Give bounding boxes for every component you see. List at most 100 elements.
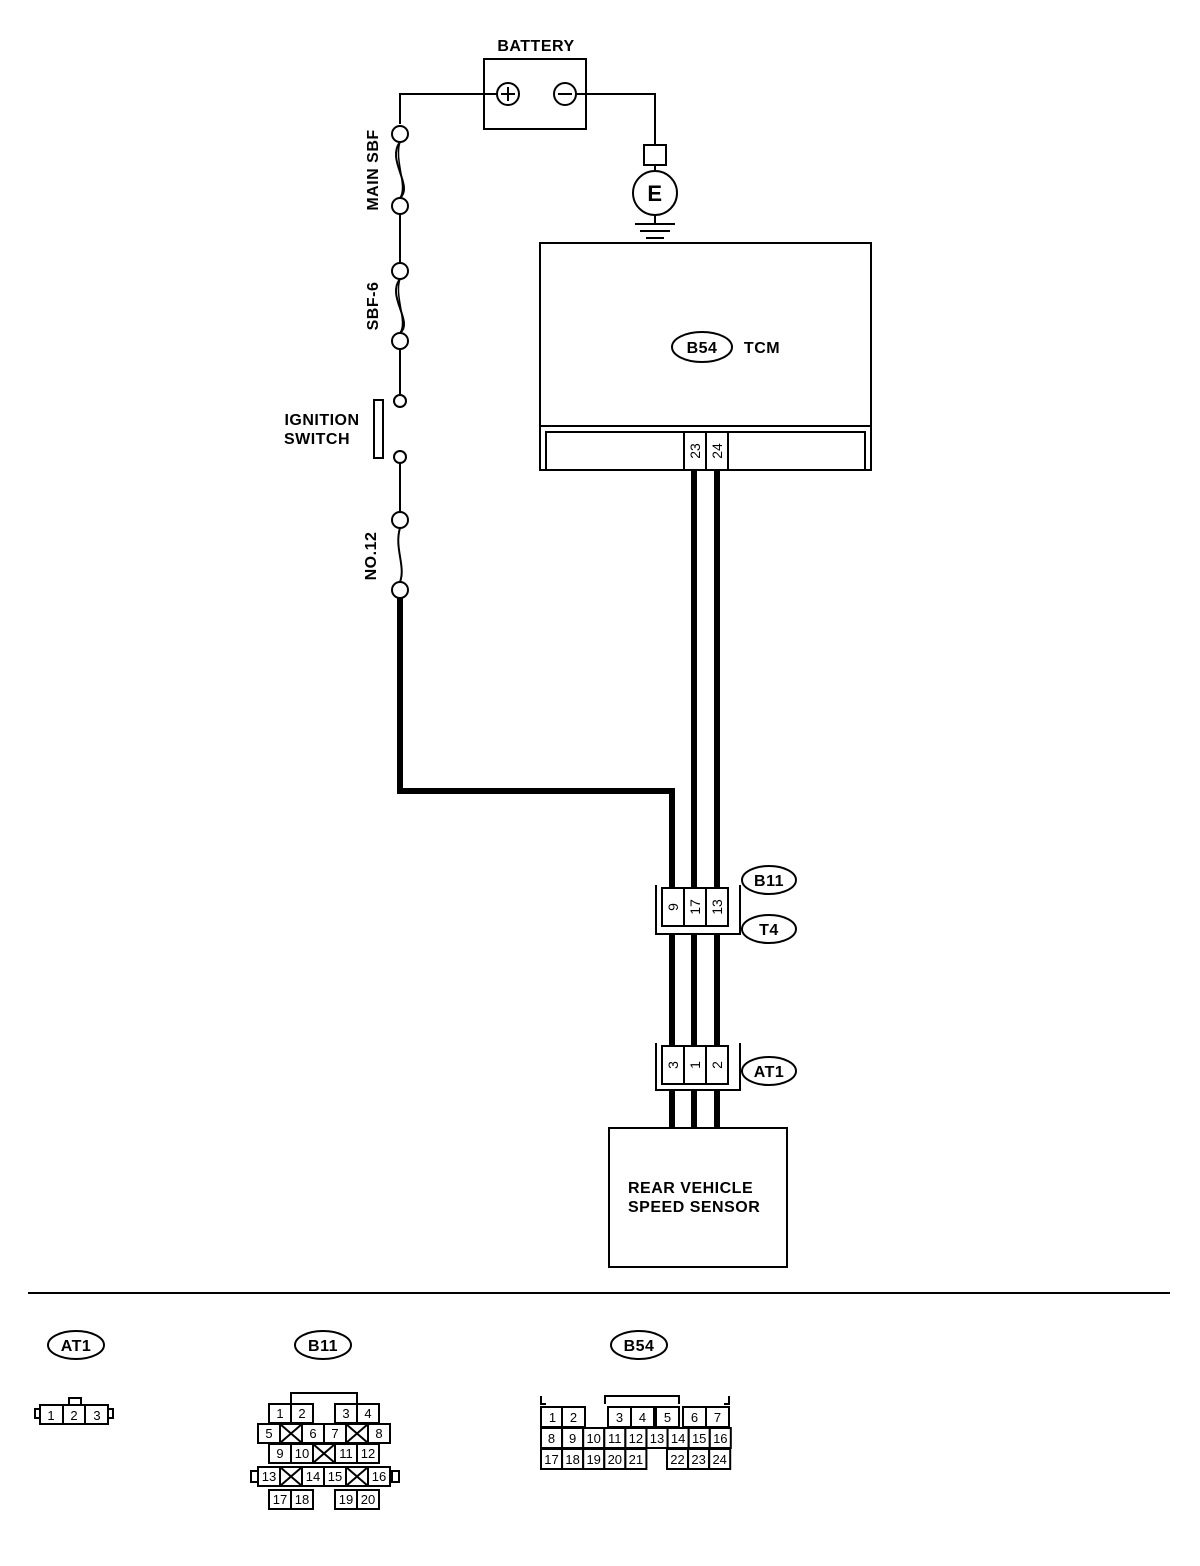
- tcm-connector-badge: [671, 331, 733, 363]
- b54-view-pin-7: 7: [714, 1410, 721, 1425]
- no12-label: NO.12: [363, 532, 380, 581]
- no12-fuse: NO.12: [363, 511, 409, 599]
- sbf6-label: SBF-6: [365, 282, 382, 331]
- ignition-label-line2: SWITCH: [284, 431, 350, 448]
- b54-view-pin-22: 22: [670, 1452, 684, 1467]
- wire-battery-positive: [399, 93, 497, 124]
- b11-view-pin-8: 8: [375, 1426, 382, 1441]
- b54-view-pin-2: 2: [570, 1410, 577, 1425]
- sensor-label-line1: REAR VEHICLE: [628, 1180, 753, 1197]
- b54-view-pin-6: 6: [691, 1410, 698, 1425]
- ground-symbol: E: [576, 93, 678, 239]
- main-sbf-fuse: MAIN SBF: [365, 125, 409, 215]
- at1-view-id: AT1: [61, 1338, 92, 1355]
- b11-view-pin-20: 20: [361, 1492, 375, 1507]
- b11-view-pin-5: 5: [265, 1426, 272, 1441]
- b11-pin-17: 17: [687, 899, 703, 915]
- b11-view-pin-12-cell: [356, 1443, 380, 1464]
- b11-view-pin-10: 10: [295, 1446, 309, 1461]
- b11-view-pin-20-cell: [356, 1489, 380, 1510]
- sbf6-fuse: SBF-6: [365, 262, 409, 350]
- tcm-connector-id: B54: [687, 340, 718, 357]
- b54-view-id: B54: [624, 1338, 655, 1355]
- b54-view-pin-21-cell: [624, 1448, 648, 1470]
- b11-id: B11: [754, 873, 784, 890]
- tcm-label: TCM: [744, 340, 780, 357]
- at1-badge: [741, 1056, 797, 1086]
- b54-view-pin-24: 24: [712, 1452, 726, 1467]
- b11-t4-connector: 9 17 13 B11 T4: [655, 865, 797, 944]
- ground-label: E: [647, 181, 662, 206]
- at1-pin-3: 3: [665, 1061, 681, 1069]
- b54-view-pin-15: 15: [692, 1431, 706, 1446]
- b54-view-pin-3: 3: [616, 1410, 623, 1425]
- rear-vehicle-speed-sensor: REAR VEHICLE SPEED SENSOR: [608, 1127, 788, 1268]
- b54-view-pin-17: 17: [544, 1452, 558, 1467]
- at1-connector-view: AT1 1 2 3: [34, 1330, 114, 1425]
- b11-view-id: B11: [308, 1338, 338, 1355]
- b54-view-pin-10: 10: [586, 1431, 600, 1446]
- battery-label: BATTERY: [497, 38, 574, 55]
- b54-view-pin-11: 11: [608, 1431, 622, 1446]
- b11-view-pin-4: 4: [364, 1406, 371, 1421]
- b54-view-pin-19: 19: [586, 1452, 600, 1467]
- sensor-label-line2: SPEED SENSOR: [628, 1199, 760, 1216]
- b11-view-pin-9: 9: [276, 1446, 283, 1461]
- b11-view-pin-blank-2-2-blank-cross: [312, 1443, 336, 1464]
- t4-badge: [741, 914, 797, 944]
- b11-view-pin-18: 18: [295, 1492, 309, 1507]
- b54-view-pin-21: 21: [629, 1452, 643, 1467]
- b11-view-pin-2: 2: [298, 1406, 305, 1421]
- b11-pin-9: 9: [665, 903, 681, 911]
- b11-view-pin-blank-3-4-blank-cross: [345, 1466, 369, 1487]
- at1-view-pin-3: 3: [93, 1408, 100, 1423]
- wire-ignition-power: [397, 598, 675, 888]
- ignition-switch: IGNITION SWITCH: [284, 394, 407, 464]
- b54-view-pin-5: 5: [664, 1410, 671, 1425]
- b11-view-pin-16: 16: [372, 1469, 386, 1484]
- b11-view-pin-19: 19: [339, 1492, 353, 1507]
- b11-view-pin-blank-1-1-blank-cross: [279, 1423, 303, 1444]
- b11-view-latch: [250, 1470, 259, 1483]
- at1-view-pin-1: 1: [47, 1408, 54, 1423]
- b11-view-pin-15: 15: [328, 1469, 342, 1484]
- main-sbf-label: MAIN SBF: [365, 129, 382, 210]
- ignition-label-line1: IGNITION: [284, 412, 359, 429]
- b54-view-pin-16: 16: [713, 1431, 727, 1446]
- b54-view-pin-23: 23: [691, 1452, 705, 1467]
- tcm-pin-24: 24: [709, 443, 725, 459]
- b11-view-pin-3: 3: [342, 1406, 349, 1421]
- b11-view-pin-blank-3-1-blank-cross: [279, 1466, 303, 1487]
- b54-view-pin-20: 20: [608, 1452, 622, 1467]
- at1-id: AT1: [754, 1064, 785, 1081]
- tcm-module: B54 TCM 23 24: [539, 242, 872, 471]
- b11-badge: [741, 865, 797, 895]
- tcm-pin-23: 23: [687, 443, 703, 459]
- b54-view-pin-24-cell: [708, 1448, 732, 1470]
- b54-view-pin-4: 4: [639, 1410, 646, 1425]
- b11-view-latch: [391, 1470, 400, 1483]
- b54-view-pin-14: 14: [671, 1431, 685, 1446]
- b11-view-pin-13: 13: [262, 1469, 276, 1484]
- b11-view-pin-14: 14: [306, 1469, 320, 1484]
- b11-view-pin-blank-1-4-blank-cross: [345, 1423, 369, 1444]
- at1-connector: 3 1 2 AT1: [655, 1043, 797, 1091]
- b54-view-pin-12: 12: [629, 1431, 643, 1446]
- b11-view-pin-6: 6: [309, 1426, 316, 1441]
- t4-id: T4: [759, 922, 779, 939]
- b54-view-pin-13: 13: [650, 1431, 664, 1446]
- b11-view-pin-18-cell: [290, 1489, 314, 1510]
- b54-view-pin-1: 1: [549, 1410, 556, 1425]
- b11-view-pin-7: 7: [331, 1426, 338, 1441]
- b11-view-pin-11: 11: [339, 1446, 353, 1461]
- at1-pin-1: 1: [687, 1061, 703, 1069]
- b11-view-pin-16-cell: [367, 1466, 391, 1487]
- b11-view-pin-17: 17: [273, 1492, 287, 1507]
- b54-view-pin-9: 9: [569, 1431, 576, 1446]
- at1-pin-2: 2: [709, 1061, 725, 1069]
- b54-view-pin-18: 18: [565, 1452, 579, 1467]
- b54-view-pin-8: 8: [548, 1431, 555, 1446]
